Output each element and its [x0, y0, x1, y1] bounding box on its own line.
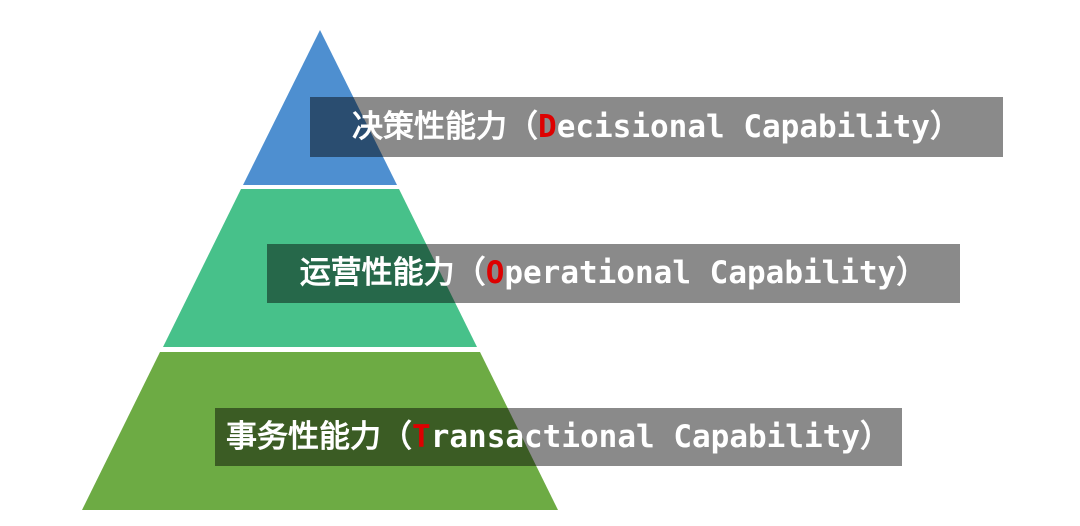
label-highlight-letter: T	[412, 418, 431, 455]
pyramid-tier-decisional	[243, 30, 397, 185]
label-text-prefix: 运营性能力（	[299, 255, 486, 291]
pyramid-tier-transactional	[82, 352, 558, 510]
label-text-suffix: perational Capability）	[504, 255, 928, 291]
label-highlight-letter: D	[538, 108, 557, 145]
label-highlight-letter: O	[485, 255, 505, 291]
label-text-prefix: 决策性能力（	[352, 108, 539, 145]
label-text-prefix: 事务性能力（	[226, 418, 413, 455]
pyramid-tier-operational	[163, 189, 477, 347]
label-text-suffix: ecisional Capability）	[556, 108, 961, 145]
label-text-suffix: ransactional Capability）	[430, 418, 891, 455]
